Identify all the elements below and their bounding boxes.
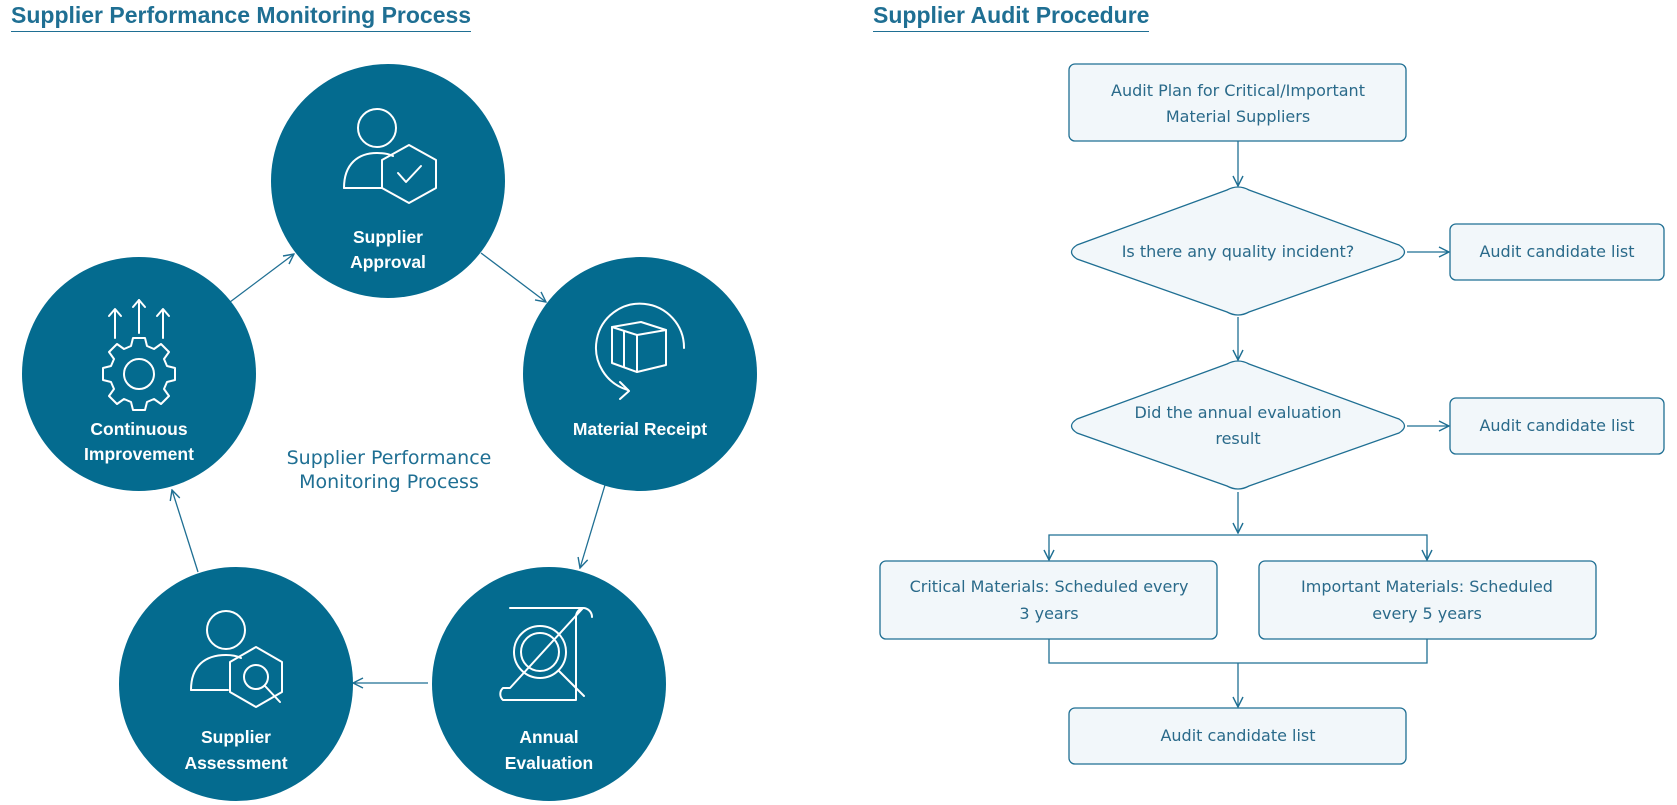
branch-line (1048, 534, 1428, 559)
box-text: Audit candidate list (1160, 726, 1315, 745)
diamond-shape (1070, 360, 1406, 490)
box-shape (1449, 223, 1665, 281)
stage-material-receipt: Material Receipt (523, 257, 757, 491)
gear-arrows-up-icon (102, 299, 176, 411)
stage-label-line2: Assessment (184, 753, 287, 773)
flow-decision-annual-evaluation: Did the annual evaluation result (1070, 360, 1406, 490)
box-text-line1: Critical Materials: Scheduled every (910, 577, 1189, 596)
decision-text-line2: result (1215, 429, 1260, 448)
box-shape (1449, 397, 1665, 455)
stage-label-line1: Supplier (353, 227, 423, 247)
user-magnifier-icon (190, 610, 283, 708)
cycle-arrows (172, 252, 606, 683)
stage-label-line2: Improvement (84, 444, 194, 464)
stage-label-line1: Supplier (201, 727, 271, 747)
box-shape (1068, 707, 1407, 765)
arrow-assessment-to-improvement (172, 490, 199, 573)
box-text-line2: 3 years (1019, 604, 1078, 623)
stage-label-line2: Evaluation (505, 753, 594, 773)
box-text-line2: every 5 years (1372, 604, 1482, 623)
flow-decision-quality-incident: Is there any quality incident? (1070, 186, 1406, 316)
box-text-line2: Material Suppliers (1166, 107, 1310, 126)
diamond-shape (1070, 186, 1406, 316)
cycle-center-label-line1: Supplier Performance (287, 447, 492, 469)
decision-text: Is there any quality incident? (1122, 242, 1355, 261)
arrow-improvement-to-approval (229, 254, 294, 303)
flow-critical-materials-box: Critical Materials: Scheduled every 3 ye… (879, 560, 1218, 640)
box-shape (879, 560, 1218, 640)
box-text-line1: Audit Plan for Critical/Important (1111, 81, 1365, 100)
flow-important-materials-box: Important Materials: Scheduled every 5 y… (1258, 560, 1597, 640)
flow-result-box-2: Audit candidate list (1449, 397, 1665, 455)
box-text: Audit candidate list (1479, 242, 1634, 261)
flow-connectors (1049, 141, 1449, 707)
decision-text-line1: Did the annual evaluation (1134, 403, 1341, 422)
stage-circle (119, 567, 353, 801)
box-shape (1258, 560, 1597, 640)
stage-label-line2: Approval (350, 252, 426, 272)
stage-supplier-assessment: Supplier Assessment (119, 567, 353, 801)
flow-start-box: Audit Plan for Critical/Important Materi… (1068, 63, 1407, 142)
box-shape (1068, 63, 1407, 142)
right-panel-title: Supplier Audit Procedure (873, 2, 1150, 32)
arrow-receipt-to-evaluation (580, 484, 606, 568)
box-rotate-icon (595, 302, 686, 400)
stage-circle (271, 64, 505, 298)
stage-annual-evaluation: Annual Evaluation (432, 567, 666, 801)
left-panel-title: Supplier Performance Monitoring Process (11, 2, 472, 32)
stage-label-line1: Material Receipt (573, 419, 707, 439)
box-text-line1: Important Materials: Scheduled (1301, 577, 1553, 596)
document-magnifier-icon (499, 607, 593, 701)
stage-continuous-improvement: Continuous Improvement (22, 257, 256, 491)
stage-circle (22, 257, 256, 491)
cycle-center-label-line2: Monitoring Process (299, 471, 479, 493)
arrow-approval-to-receipt (480, 252, 546, 302)
box-text: Audit candidate list (1479, 416, 1634, 435)
stage-label-line1: Annual (519, 727, 578, 747)
user-shield-check-icon (343, 108, 437, 204)
stage-supplier-approval: Supplier Approval (271, 64, 505, 298)
stage-circle (523, 257, 757, 491)
stage-label-line1: Continuous (90, 419, 187, 439)
flow-result-box-1: Audit candidate list (1449, 223, 1665, 281)
merge-line (1048, 639, 1428, 664)
stage-circle (432, 567, 666, 801)
flow-final-box: Audit candidate list (1068, 707, 1407, 765)
